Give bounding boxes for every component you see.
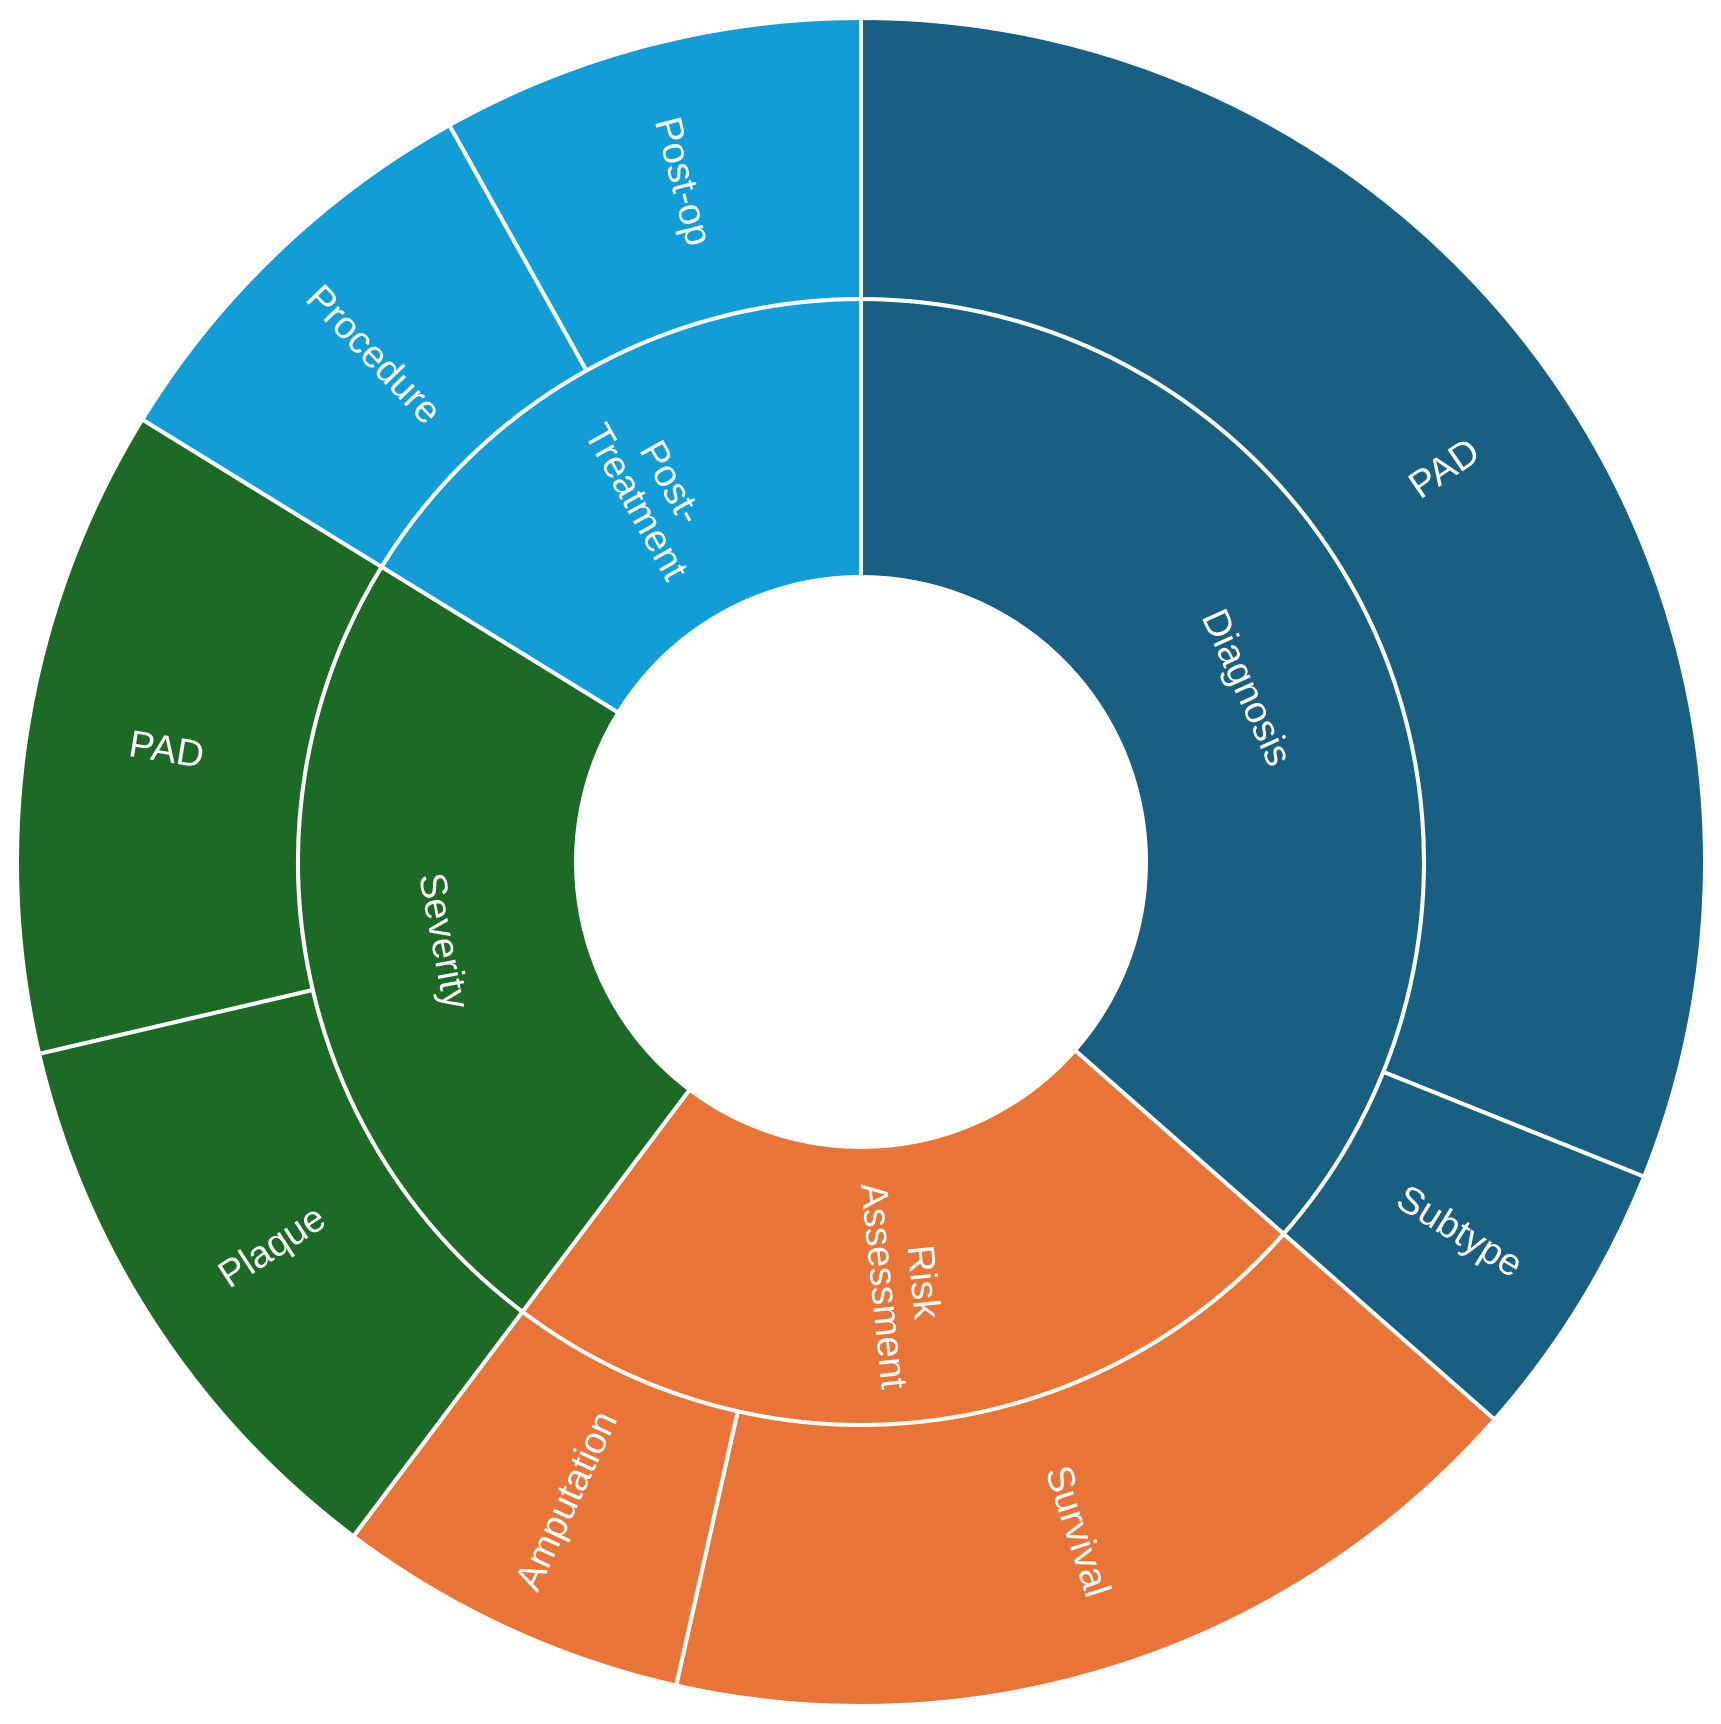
outer-ring [15, 15, 1707, 1708]
inner-ring [296, 296, 1426, 1427]
outer-segment-severity-plaque[interactable] [36, 987, 526, 1540]
outer-segment-severity-pad[interactable] [15, 416, 385, 1057]
outer-segment-risk-assessment-survival[interactable] [673, 1231, 1498, 1708]
outer-segment-post-treatment-post-op[interactable] [446, 15, 863, 374]
outer-segment-diagnosis-pad[interactable] [859, 15, 1707, 1180]
